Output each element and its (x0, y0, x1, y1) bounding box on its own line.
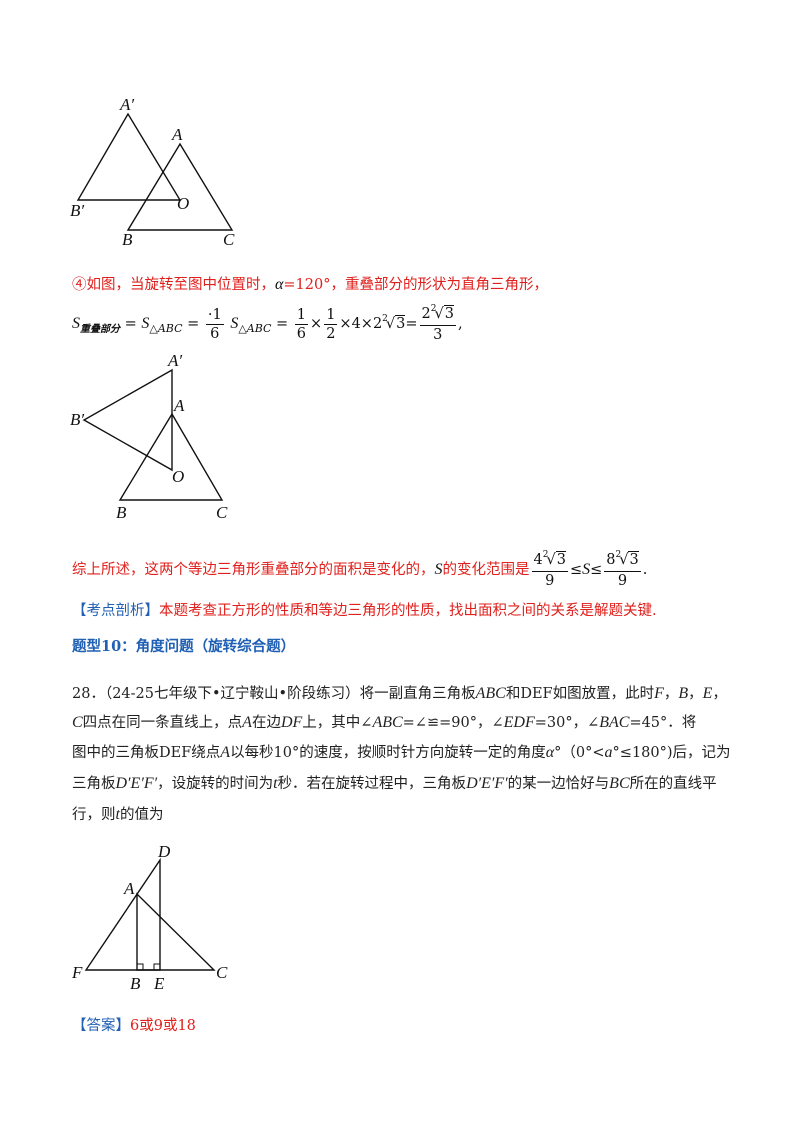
triangle-def (84, 857, 161, 971)
times-sign: × (310, 316, 323, 332)
analysis-tag: 【考点剖析】 (72, 603, 159, 619)
formula-s-tri-2: S (230, 315, 239, 332)
eq-sign: = (276, 316, 289, 332)
case4-text-b: =120°，重叠部分的形状为直角三角形， (283, 277, 548, 293)
problem-line-5: 行，则t的值为 (72, 806, 164, 823)
summary-s: S (434, 561, 443, 578)
formula-s-sub: 重叠部分 (80, 324, 120, 335)
label-o: O (172, 467, 184, 486)
le-sign: ≤ (590, 562, 603, 578)
case4-line: ④如图，当旋转至图中位置时，α=120°，重叠部分的形状为直角三角形， (72, 274, 548, 296)
label-a-prime: A′ (119, 95, 134, 114)
label-b: B (122, 230, 133, 249)
triangle-a-prime-b-prime-o (82, 368, 173, 472)
label-e: E (153, 974, 165, 993)
eq-sign: = (187, 316, 200, 332)
label-f: F (71, 963, 83, 982)
formula-s-tri: S (141, 315, 150, 332)
alpha-symbol: α (275, 276, 284, 293)
triangle-abc (126, 142, 234, 231)
formula-tail: , (458, 316, 463, 332)
label-c: C (216, 503, 228, 522)
triangle-abc (136, 892, 216, 971)
summary-s-2: S (582, 561, 591, 578)
formula-s: S (72, 315, 80, 332)
problem-line-1: 28．（24-25七年级下•辽宁鞍山•阶段练习）将一副直角三角板ABC和DEF如… (72, 685, 727, 702)
right-angle-mark-e (153, 963, 160, 970)
summary-end: . (642, 562, 648, 578)
case4-text-a: ④如图，当旋转至图中位置时， (72, 277, 275, 293)
label-c: C (223, 230, 235, 249)
le-sign: ≤ (569, 562, 583, 578)
figure-set-squares: D A F B E C (71, 842, 228, 993)
label-a: A (171, 125, 183, 144)
formula-tri-sub-2: △ABC (238, 322, 272, 335)
summary-text: 综上所述，这两个等边三角形重叠部分的面积是变化的， (72, 562, 435, 578)
label-b-prime: B′ (70, 201, 84, 220)
section-title: 题型10：角度问题（旋转综合题） (72, 638, 296, 655)
label-a: A (173, 396, 185, 415)
answer-tag: 【答案】 (72, 1018, 130, 1034)
problem-line-2: C四点在同一条直线上，点A在边DF上，其中∠ABC=∠≌=90°，∠EDF=30… (72, 714, 697, 731)
label-a-prime: A′ (167, 351, 182, 370)
analysis-line: 【考点剖析】本题考查正方形的性质和等边三角形的性质，找出面积之间的关系是解题关键… (72, 600, 657, 622)
label-c: C (216, 963, 228, 982)
label-b: B (130, 974, 141, 993)
label-o: O (177, 194, 189, 213)
formula-tri-sub: △ABC (149, 322, 183, 335)
right-angle-mark-b (137, 963, 144, 970)
times-rest: ×4×2 (339, 316, 383, 332)
eq-sign: = (124, 316, 137, 332)
problem-line-3: 图中的三角板DEF绕点A以每秒10°的速度，按顺时针方向旋转一定的角度α°（0°… (72, 744, 731, 761)
analysis-text: 本题考查正方形的性质和等边三角形的性质，找出面积之间的关系是解题关键. (159, 603, 657, 619)
problem-line-4: 三角板D′E′F′，设旋转的时间为t秒．若在旋转过程中，三角板D′E′F′的某一… (72, 775, 717, 792)
eq-sign: = (405, 316, 418, 332)
answer-value: 6或9或18 (130, 1018, 196, 1034)
summary-text-2: 的变化范围是 (442, 562, 530, 578)
triangle-a-prime-b-prime-o (76, 112, 182, 201)
figure-rotation-2: A′ A B′ O B C (70, 351, 228, 522)
root-1: 2√3 (382, 314, 406, 332)
label-d: D (157, 842, 171, 861)
answer-line: 【答案】6或9或18 (72, 1015, 196, 1037)
label-a: A (123, 879, 135, 898)
label-b: B (116, 503, 127, 522)
label-b-prime: B′ (70, 410, 84, 429)
triangle-abc (118, 412, 224, 501)
figure-rotation-1: A′ A B′ O B C (70, 95, 235, 249)
